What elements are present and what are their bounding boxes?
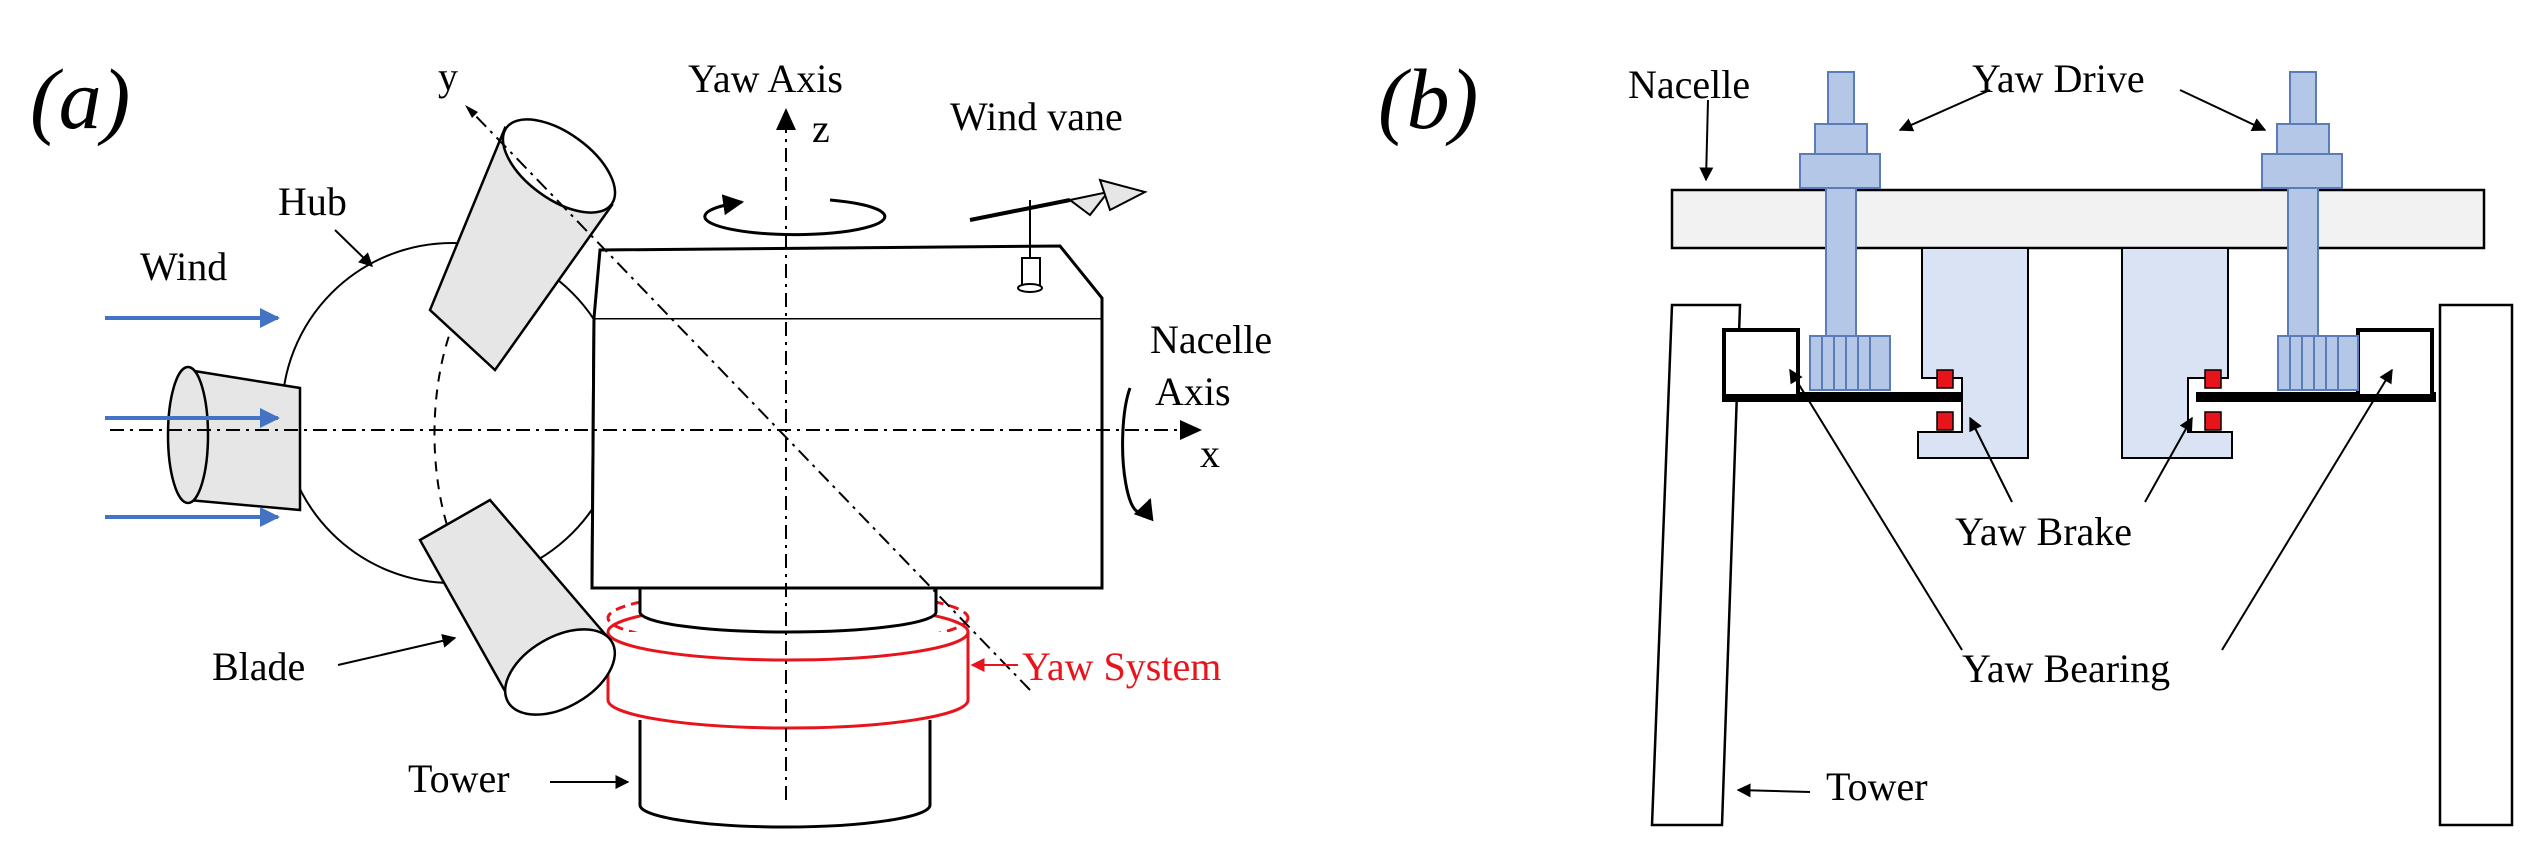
y-axis-line — [465, 105, 1031, 691]
yaw-axis-label: Yaw Axis — [688, 56, 843, 101]
tower-left — [1650, 303, 1742, 827]
yaw-bearing-pointer-right — [2221, 368, 2393, 651]
nacelle-pointer — [1699, 99, 1714, 182]
nacelle-axis-label-line1: Nacelle — [1150, 317, 1272, 362]
blade-label: Blade — [212, 644, 305, 689]
blade-bottom — [418, 498, 617, 716]
yaw-axis-line — [776, 108, 796, 800]
blade-top — [428, 118, 617, 372]
yaw-bearing-label: Yaw Bearing — [1962, 646, 2170, 691]
bearing-plate-right — [2196, 392, 2436, 402]
panel-b-label: (b) — [1378, 51, 1478, 147]
tower-label-a: Tower — [408, 756, 510, 801]
brake-bracket-left — [1917, 247, 2029, 459]
bearing-box-left — [1722, 328, 1800, 398]
nacelle-bar — [1670, 188, 2486, 250]
x-axis-label: x — [1200, 431, 1220, 476]
yaw-system-label: Yaw System — [1022, 644, 1221, 689]
yaw-rotation-arrow — [703, 194, 887, 237]
yaw-drive-label: Yaw Drive — [1972, 56, 2145, 101]
wind-arrows — [105, 308, 280, 527]
hub-pointer — [334, 229, 374, 267]
brake-pad-left-bottom — [1936, 411, 1954, 431]
bearing-box-right — [2356, 328, 2434, 398]
tower-label-b: Tower — [1826, 764, 1928, 809]
wind-label: Wind — [140, 244, 227, 289]
panel-b: (b) — [1378, 51, 2514, 827]
nacelle-axis-label-line2: Axis — [1155, 369, 1231, 414]
yaw-brake-pointer-left — [1969, 416, 2013, 503]
tower-a — [638, 720, 932, 829]
yaw-bearing-pointer-left — [1789, 368, 1963, 651]
nacelle-rotation-arrow — [1121, 387, 1154, 522]
y-axis-label: y — [438, 54, 458, 99]
hub-label: Hub — [278, 179, 347, 224]
blade-left — [166, 365, 302, 512]
brake-pad-left-top — [1936, 369, 1954, 389]
tower-pointer-b — [1736, 783, 1811, 798]
brake-pad-right-top — [2204, 369, 2222, 389]
tower-right — [2438, 303, 2514, 827]
nacelle-axis-line — [110, 420, 1202, 440]
panel-a-label: (a) — [30, 51, 130, 147]
nacelle-label: Nacelle — [1628, 62, 1750, 107]
bearing-plate-left — [1722, 392, 1962, 402]
wind-vane-label: Wind vane — [950, 94, 1123, 139]
brake-pad-right-bottom — [2204, 411, 2222, 431]
wind-vane-icon — [969, 178, 1148, 293]
yaw-drive-pointer-left — [1898, 89, 1991, 132]
nacelle-box — [590, 244, 1104, 590]
yaw-drive-pointer-right — [2179, 89, 2267, 131]
nacelle-base-connector — [638, 588, 938, 634]
yaw-brake-pointer-right — [2144, 416, 2193, 503]
z-axis-label: z — [812, 106, 830, 151]
yaw-drive-right — [2261, 71, 2359, 391]
yaw-brake-label: Yaw Brake — [1955, 509, 2132, 554]
blade-pointer — [337, 634, 457, 666]
panel-a: (a) — [30, 51, 1272, 829]
yaw-drive-left — [1799, 71, 1891, 391]
